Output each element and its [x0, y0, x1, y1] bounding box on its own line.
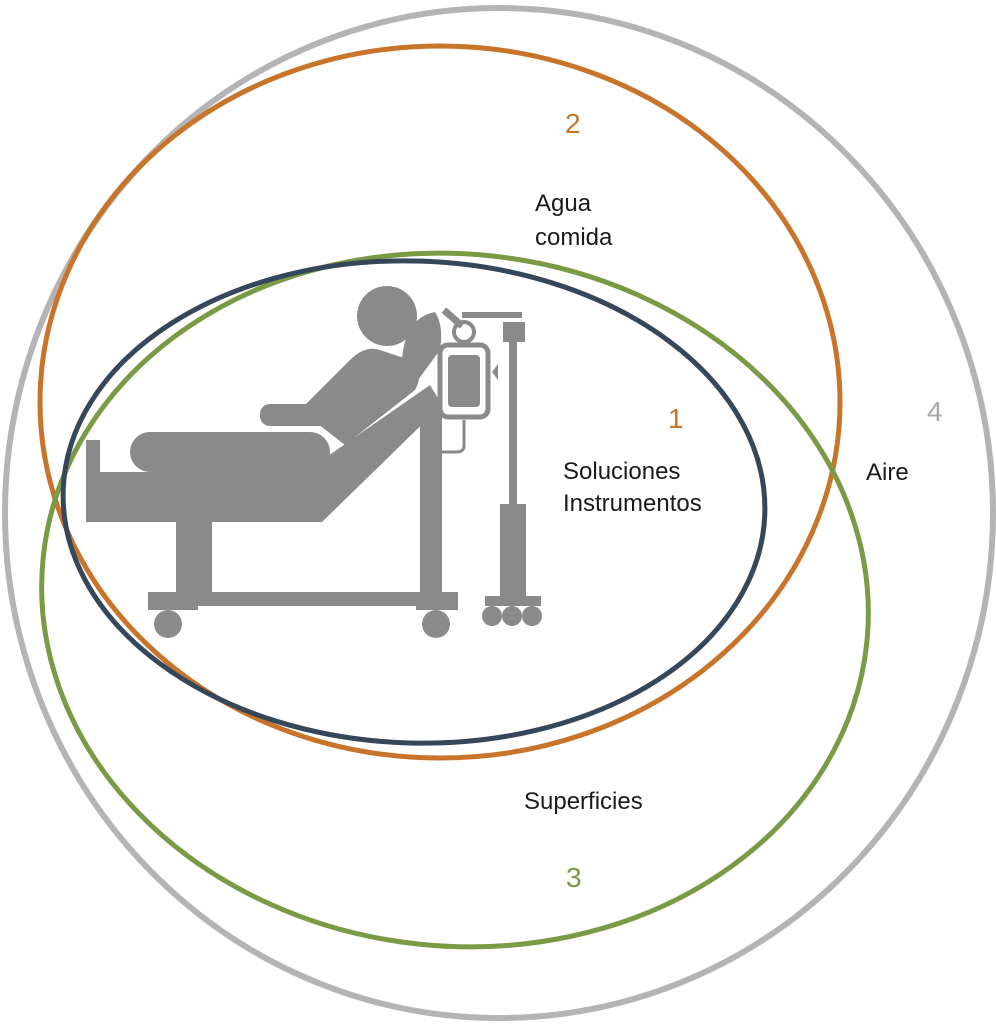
zone1-number: 1 — [668, 403, 684, 434]
hospital-patient-iv-icon — [86, 286, 542, 638]
zone1-ring — [60, 258, 768, 746]
zone4-ring — [2, 5, 996, 1021]
zone2-ring — [37, 43, 843, 761]
zone2-item-agua: Agua — [535, 190, 592, 217]
zone4-number: 4 — [927, 396, 943, 427]
zone3-number: 3 — [566, 862, 582, 893]
zone4-item-aire: Aire — [866, 459, 909, 486]
zone1-item-soluciones: Soluciones — [563, 458, 681, 485]
zone2-number: 2 — [565, 108, 581, 139]
zone3-ring — [39, 250, 871, 950]
zone2-item-comida: comida — [535, 224, 613, 251]
zone3-item-superficies: Superficies — [524, 788, 643, 815]
zone1-item-instrumentos: Instrumentos — [563, 490, 702, 517]
